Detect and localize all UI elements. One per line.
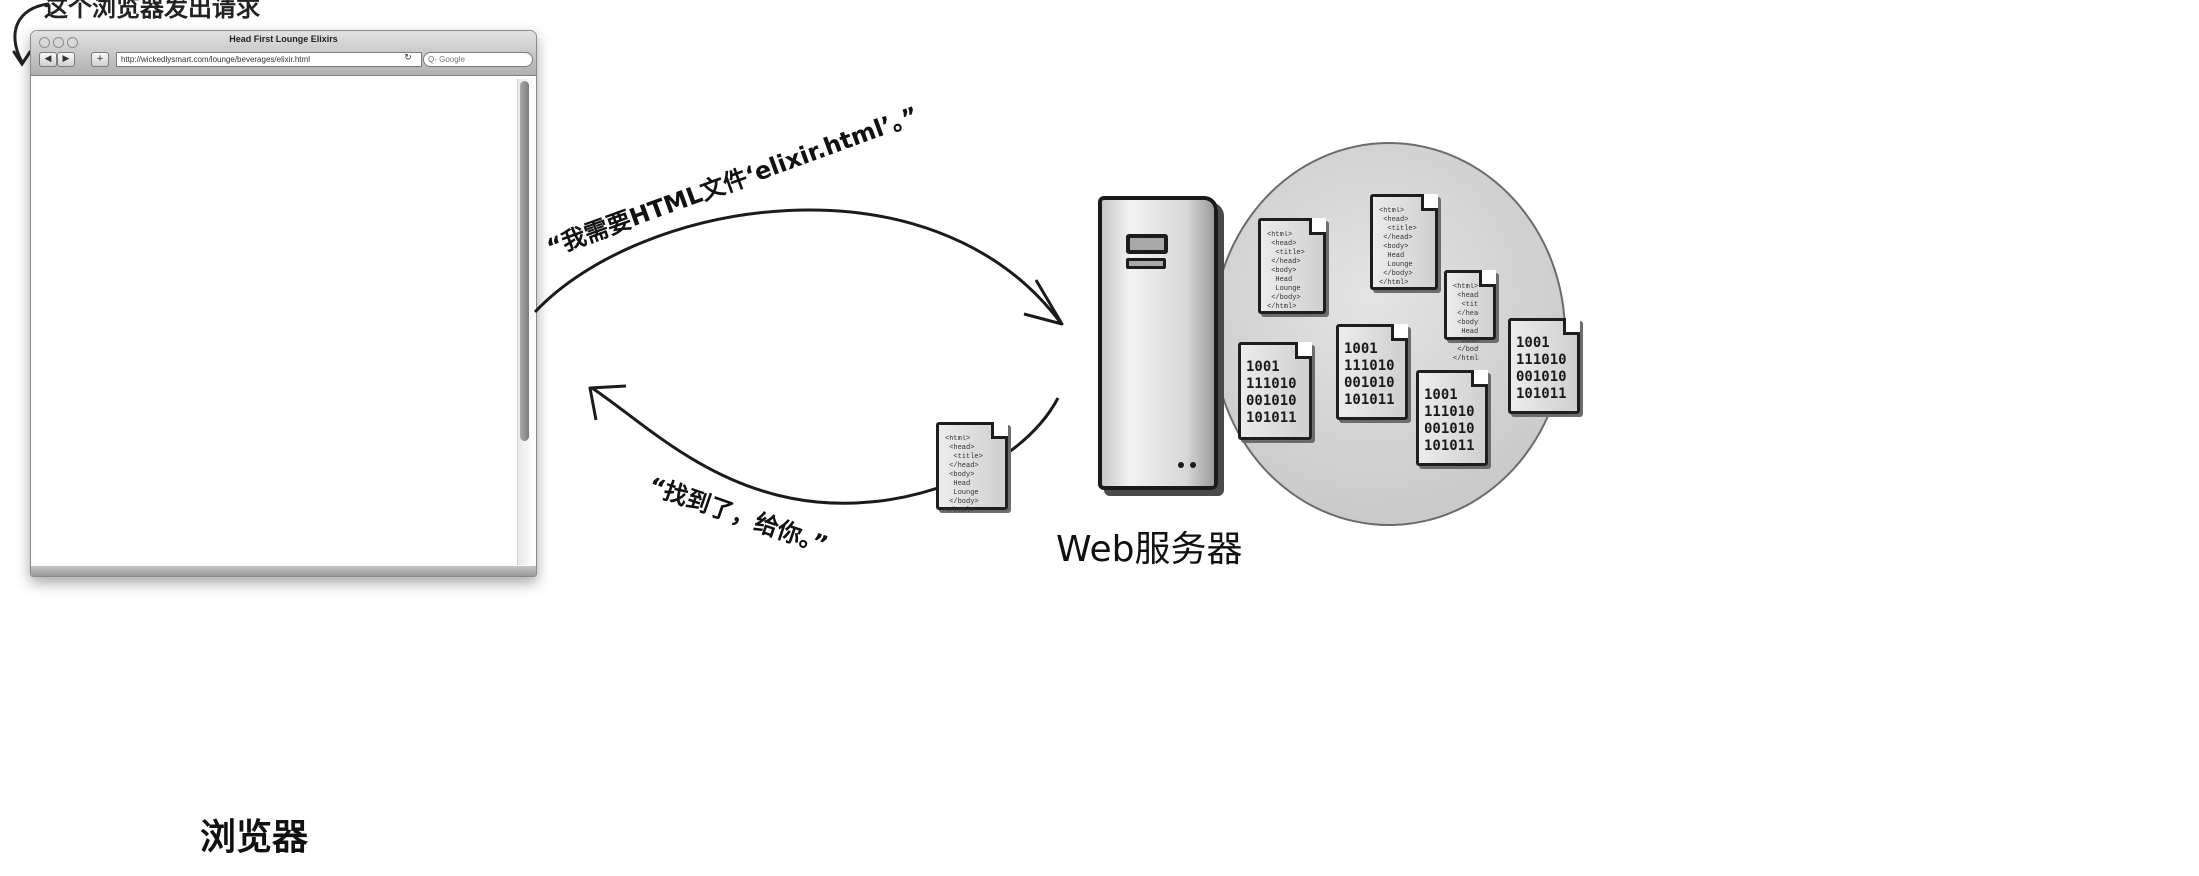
top-note: 这个浏览器发出请求	[44, 0, 260, 22]
request-arrowhead	[1023, 279, 1064, 326]
binary-file-text: 1001 111010 001010 101011	[1344, 341, 1395, 408]
search-field[interactable]: Q- Google	[423, 52, 533, 67]
response-arrowhead	[588, 384, 627, 421]
scroll-thumb[interactable]	[520, 81, 529, 441]
binary-file: 1001 111010 001010 101011	[1336, 324, 1408, 420]
binary-file: 1001 111010 001010 101011	[1238, 342, 1312, 440]
html-file-text: <html> <head> <title> </head> <body> Hea…	[1453, 283, 1479, 363]
window-title: Head First Lounge Elixirs	[229, 34, 338, 44]
html-file-text: <html> <head> <title> </head> <body> Hea…	[1379, 207, 1417, 287]
server-tower-icon	[1098, 196, 1218, 490]
drive-slot-icon	[1126, 258, 1166, 269]
binary-file: 1001 111010 001010 101011	[1416, 370, 1488, 466]
back-button[interactable]: ◀	[39, 52, 57, 67]
power-led-icon	[1178, 462, 1184, 468]
drive-slot-icon	[1126, 234, 1168, 254]
browser-bottom-bar	[31, 566, 536, 576]
power-led-icon	[1190, 462, 1196, 468]
zoom-dot-icon[interactable]	[67, 37, 78, 48]
browser-viewport	[37, 79, 512, 562]
reload-button[interactable]: ↻	[404, 53, 412, 63]
browser-titlebar: Head First Lounge Elixirs ◀ ▶ + http://w…	[31, 31, 536, 76]
browser-caption: 浏览器	[200, 817, 309, 858]
url-field[interactable]: http://wickedlysmart.com/lounge/beverage…	[116, 52, 422, 67]
vertical-scrollbar[interactable]	[517, 79, 532, 565]
request-arc	[533, 208, 1062, 323]
minimize-dot-icon[interactable]	[53, 37, 64, 48]
binary-file-text: 1001 111010 001010 101011	[1516, 335, 1567, 402]
browser-window: Head First Lounge Elixirs ◀ ▶ + http://w…	[30, 30, 537, 577]
binary-file: 1001 111010 001010 101011	[1508, 318, 1580, 414]
html-file: <html> <head> <title> </head> <body> Hea…	[1444, 270, 1496, 363]
returned-document-text: <html> <head> <title> </head> <body> Hea…	[945, 435, 983, 515]
server-caption: Web服务器	[1056, 529, 1243, 570]
close-dot-icon[interactable]	[39, 37, 50, 48]
html-file: <html> <head> <title> </head> <body> Hea…	[1370, 194, 1438, 290]
note-pointer-arrow	[12, 2, 50, 67]
forward-button[interactable]: ▶	[57, 52, 75, 67]
binary-file-text: 1001 111010 001010 101011	[1424, 387, 1475, 454]
html-file-text: <html> <head> <title> </head> <body> Hea…	[1267, 231, 1305, 311]
binary-file-text: 1001 111010 001010 101011	[1246, 359, 1297, 426]
add-bookmark-button[interactable]: +	[91, 52, 109, 67]
html-file: <html> <head> <title> </head> <body> Hea…	[1258, 218, 1326, 314]
returned-html-document: <html> <head> <title> </head> <body> Hea…	[936, 422, 1008, 515]
